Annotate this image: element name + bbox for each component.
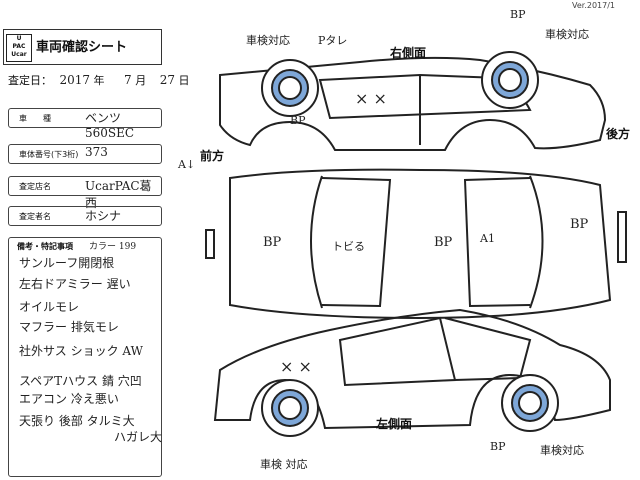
note-bottom-xx: × ×	[280, 357, 312, 376]
note-plan-torero: トビる	[332, 240, 365, 253]
title-box	[3, 29, 162, 65]
note-top-bp: BP	[510, 8, 526, 21]
version-label: Ver.2017/1	[572, 1, 616, 10]
note-plan-bp-center: BP	[434, 235, 453, 250]
remark-line: 天張り 後部 タルミ大	[19, 414, 135, 428]
note-bottom-bp: BP	[490, 440, 506, 453]
front-label: 前方	[200, 148, 224, 163]
right-side-label: 右側面	[389, 45, 426, 60]
remark-line: サンルーフ開閉根	[19, 256, 115, 270]
field-vin-last3: 車体番号(下3桁)373	[8, 144, 162, 164]
left-side-label: 左側面	[375, 416, 412, 431]
note-plan-a1: A1	[479, 232, 495, 245]
remark-line: エアコン 冷え悪い	[19, 392, 119, 406]
assessment-date: 査定日： 2017 年 7 月 27 日	[8, 73, 190, 87]
note-top-xx: × ×	[355, 89, 387, 108]
note-plan-bp-right: BP	[570, 217, 589, 232]
remark-line: オイルモレ	[19, 300, 80, 314]
remark-line: マフラー 排気モレ	[19, 320, 119, 334]
remark-line: 左右ドアミラー 遅い	[19, 277, 131, 291]
remarks-box: 備考・特記事項 カラー 199 サンルーフ開閉根 左右ドアミラー 遅い オイルモ…	[8, 237, 162, 477]
field-assessor-name: 査定者名ホシナ	[8, 206, 162, 226]
rear-label: 後方	[606, 126, 630, 141]
note-top-right-wheel: 車検対応	[545, 27, 589, 41]
note-top-bp-small: BP	[290, 114, 306, 127]
note-top-left-wheel: 車検対応	[246, 33, 290, 47]
note-bottom-right-wheel: 車検対応	[540, 443, 584, 457]
note-bottom-left-wheel: 車検 対応	[260, 457, 308, 471]
color-note: カラー 199	[89, 242, 137, 252]
remark-line: スペアTハウス 錆 穴凹	[19, 374, 142, 388]
note-plan-bp-left: BP	[263, 235, 282, 250]
sheet-title: 車両確認シート	[36, 40, 128, 55]
note-p-tare: Pタレ	[318, 34, 347, 47]
note-front-a: A↓	[177, 158, 195, 171]
remark-line: ハガレ大	[114, 430, 163, 444]
field-car-model: 車 種ベンツ560SEC	[8, 108, 162, 140]
remark-line: 社外サス ショック AW	[19, 344, 143, 358]
